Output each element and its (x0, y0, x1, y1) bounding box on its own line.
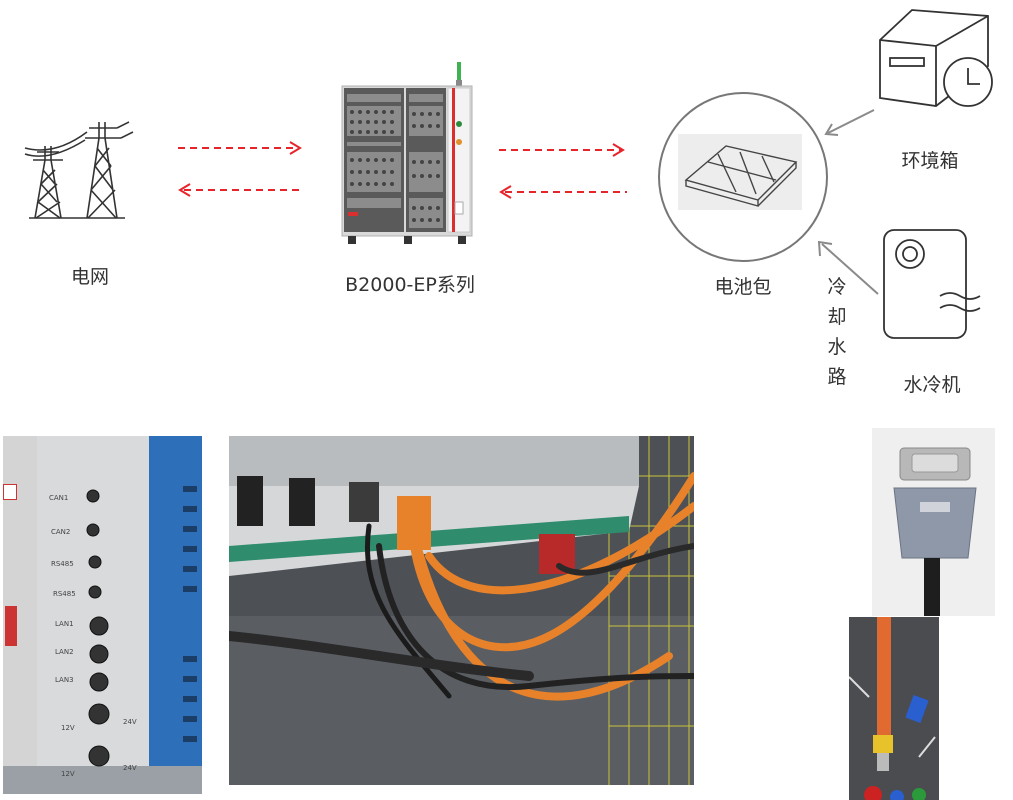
coolant-loop-char: 水 (827, 336, 847, 358)
db9-connector-photo (872, 428, 995, 616)
node-label-chiller: 水冷机 (903, 374, 961, 396)
port-label: LAN2 (55, 648, 74, 656)
battery-pack-icon (658, 92, 828, 262)
chiller-to-battery-arrow (817, 240, 879, 295)
cabinet-to-grid-arrow (178, 183, 304, 197)
coolant-loop-char: 却 (827, 306, 847, 328)
interface-panel-photo: CAN1 CAN2 RS485 RS485 LAN1 LAN2 LAN3 12V… (3, 436, 202, 794)
floor (3, 766, 202, 794)
port-label: LAN1 (55, 620, 74, 628)
panel-connectors (86, 486, 197, 767)
node-label-grid: 电网 (70, 266, 109, 288)
harness-connection-photo (229, 436, 694, 785)
port-label: RS485 (53, 590, 76, 598)
red-bar (5, 606, 17, 646)
harness-scene (229, 436, 694, 785)
port-label: 12V (61, 724, 75, 732)
port-label: 24V (123, 764, 137, 772)
node-label-env-chamber: 环境箱 (901, 150, 959, 172)
db9-connector-image (872, 428, 995, 616)
port-label: CAN1 (49, 494, 69, 502)
power-tower-icon (24, 121, 134, 219)
port-label: LAN3 (55, 676, 74, 684)
cabinet-to-battery-arrow (499, 143, 625, 157)
coolant-loop-char: 冷 (827, 276, 847, 298)
b2000-ep-cabinet-image (341, 62, 473, 244)
node-label-battery: 电池包 (714, 276, 772, 298)
port-label: CAN2 (51, 528, 71, 536)
grid-to-cabinet-arrow (178, 141, 302, 155)
env-chamber-to-battery-arrow (824, 109, 875, 136)
port-label: RS485 (51, 560, 74, 568)
water-chiller-icon (883, 229, 981, 339)
coolant-loop-char: 路 (827, 366, 847, 388)
port-label: 24V (123, 718, 137, 726)
warning-sticker (3, 484, 17, 500)
cable-ferrule-photo (849, 617, 939, 800)
cable-ferrule-image (849, 617, 939, 800)
environment-chamber-icon (879, 9, 993, 107)
node-label-cabinet: B2000-EP系列 (345, 274, 475, 296)
coolant-loop-label: 冷 却 水 路 (826, 272, 848, 392)
port-label: 12V (61, 770, 75, 778)
battery-to-cabinet-arrow (499, 185, 627, 199)
